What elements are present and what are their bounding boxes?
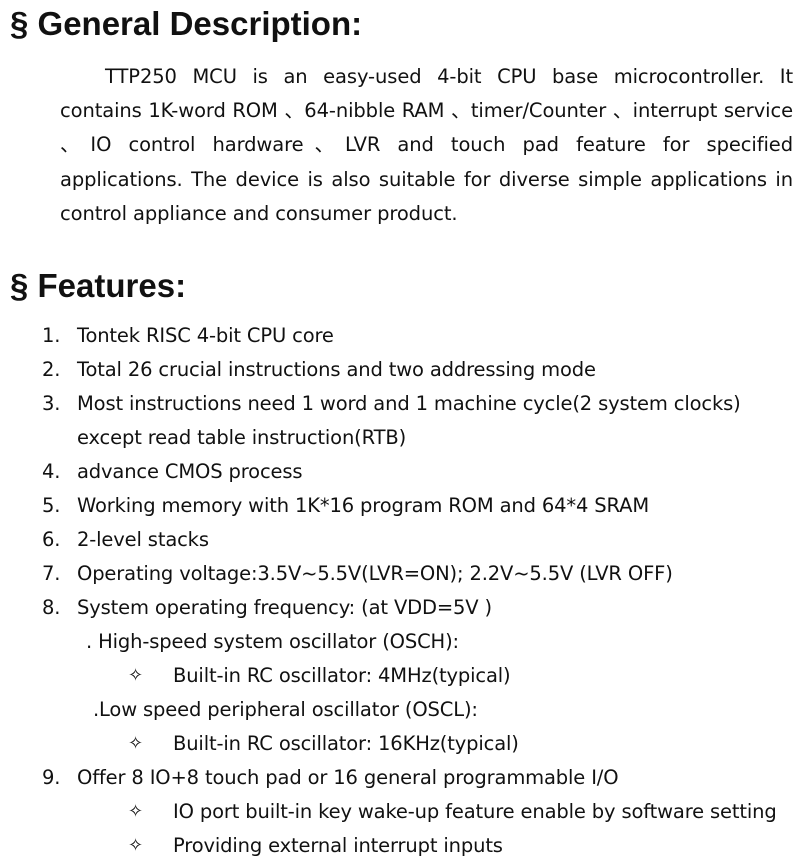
feature-text: System operating frequency: (at VDD=5V ) — [77, 596, 493, 619]
feature-number: 6. — [42, 528, 61, 551]
features-heading: § Features: — [10, 267, 187, 304]
subgroup-label: . High-speed system oscillator (OSCH): — [86, 630, 459, 653]
general-description-heading: § General Description: — [10, 5, 363, 42]
subgroup-bullet-text: Built-in RC oscillator: 4MHz(typical) — [173, 664, 511, 687]
feature-number: 5. — [42, 494, 61, 517]
general-description-paragraph: TTP250 MCU is an easy-used 4-bit CPU bas… — [60, 65, 793, 225]
feature-text: Offer 8 IO+8 touch pad or 16 general pro… — [77, 766, 619, 789]
subgroup-bullet-text: Built-in RC oscillator: 16KHz(typical) — [173, 732, 519, 755]
feature-number: 9. — [42, 766, 61, 789]
feature-number: 2. — [42, 358, 61, 381]
feature-number: 7. — [42, 562, 61, 585]
bullet-icon: ✧ — [128, 733, 143, 754]
feature-bullet-text: Providing external interrupt inputs — [173, 834, 503, 857]
feature-number: 8. — [42, 596, 61, 619]
feature-number: 1. — [42, 324, 61, 347]
bullet-icon: ✧ — [128, 665, 143, 686]
feature-text: Operating voltage:3.5V~5.5V(LVR=ON); 2.2… — [77, 562, 673, 585]
feature-text: Most instructions need 1 word and 1 mach… — [77, 392, 741, 415]
feature-number: 3. — [42, 392, 61, 415]
feature-number: 4. — [42, 460, 61, 483]
feature-text: advance CMOS process — [77, 460, 303, 483]
feature-text: 2-level stacks — [77, 528, 209, 551]
feature-text: Tontek RISC 4-bit CPU core — [77, 324, 334, 347]
bullet-icon: ✧ — [128, 801, 143, 822]
feature-bullet-text: IO port built-in key wake-up feature ena… — [173, 800, 777, 823]
feature-text-continuation: except read table instruction(RTB) — [77, 426, 407, 449]
subgroup-label: .Low speed peripheral oscillator (OSCL): — [93, 698, 478, 721]
feature-text: Total 26 crucial instructions and two ad… — [77, 358, 596, 381]
feature-text: Working memory with 1K*16 program ROM an… — [77, 494, 649, 517]
bullet-icon: ✧ — [128, 835, 143, 856]
